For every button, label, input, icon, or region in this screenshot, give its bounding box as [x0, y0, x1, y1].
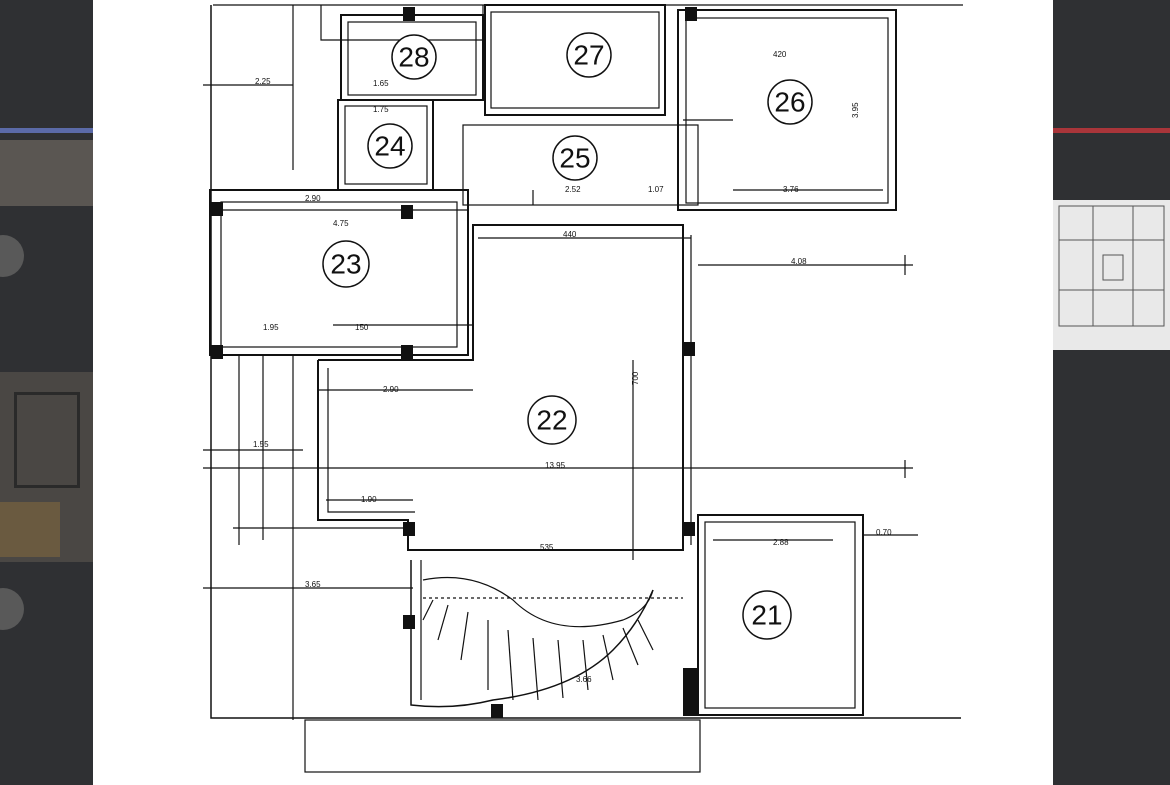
- room-22-number: 22: [536, 405, 567, 436]
- dimension-label: 3.76: [783, 185, 799, 194]
- background-left-content: [0, 0, 93, 785]
- background-right-content: [1053, 0, 1170, 785]
- dimension-label: 1.07: [648, 185, 664, 194]
- floor-plan-columns: [211, 7, 697, 718]
- room-labels: 28 27 26 24 25 23: [322, 32, 813, 640]
- dimension-label: 2.90: [383, 385, 399, 394]
- room-23-number: 23: [330, 249, 361, 280]
- dimension-label: 4.08: [791, 257, 807, 266]
- dimension-label: 3.95: [851, 102, 860, 118]
- dimension-label: 3.66: [576, 675, 592, 684]
- room-26-number: 26: [774, 87, 805, 118]
- room-27-label: 27: [566, 32, 612, 78]
- dimension-label: 420: [773, 50, 787, 59]
- background-accent-bar: [1053, 128, 1170, 133]
- dimension-label: 1.65: [373, 79, 389, 88]
- background-accent-bar: [0, 128, 93, 133]
- background-window-frame: [14, 392, 80, 488]
- dimension-labels: 420 2.25 1.65 1.75 2.90 4.75 440 4.08 1.…: [253, 50, 892, 684]
- dimension-label: 2.25: [255, 77, 271, 86]
- dimension-label: 2.52: [565, 185, 581, 194]
- dimension-label: 1.75: [373, 105, 389, 114]
- dimension-label: 150: [355, 323, 369, 332]
- image-viewer[interactable]: 28 27 26 24 25 23: [93, 0, 1053, 785]
- background-plan-thumbnail: [1053, 200, 1170, 350]
- dimension-label: 2.88: [773, 538, 789, 547]
- room-25-number: 25: [559, 143, 590, 174]
- dimension-label: 440: [563, 230, 577, 239]
- room-21-label: 21: [742, 590, 792, 640]
- background-furniture: [0, 502, 60, 557]
- dimension-label: 13.95: [545, 461, 566, 470]
- dimension-label: 4.75: [333, 219, 349, 228]
- room-24-number: 24: [374, 131, 405, 162]
- dimension-label: 1.55: [253, 440, 269, 449]
- dimension-label: 700: [631, 371, 640, 385]
- room-25-label: 25: [552, 135, 598, 181]
- room-26-label: 26: [767, 79, 813, 125]
- background-round-button: [0, 588, 24, 630]
- floor-plan-walls: [203, 4, 963, 773]
- room-28-number: 28: [398, 42, 429, 73]
- background-round-button: [0, 235, 24, 277]
- room-23-label: 23: [322, 240, 370, 288]
- room-21-number: 21: [751, 600, 782, 631]
- dimension-label: 1.90: [361, 495, 377, 504]
- dimension-label: 0.70: [876, 528, 892, 537]
- room-28-label: 28: [391, 34, 437, 80]
- dimension-label: 535: [540, 543, 554, 552]
- room-22-label: 22: [527, 395, 577, 445]
- dimension-label: 3.65: [305, 580, 321, 589]
- room-27-number: 27: [573, 40, 604, 71]
- room-24-label: 24: [367, 123, 413, 169]
- floor-plan: 28 27 26 24 25 23: [203, 4, 963, 773]
- background-thumbnail: [0, 140, 93, 206]
- dimension-label: 1.95: [263, 323, 279, 332]
- background-room-photo: [0, 372, 93, 562]
- dimension-label: 2.90: [305, 194, 321, 203]
